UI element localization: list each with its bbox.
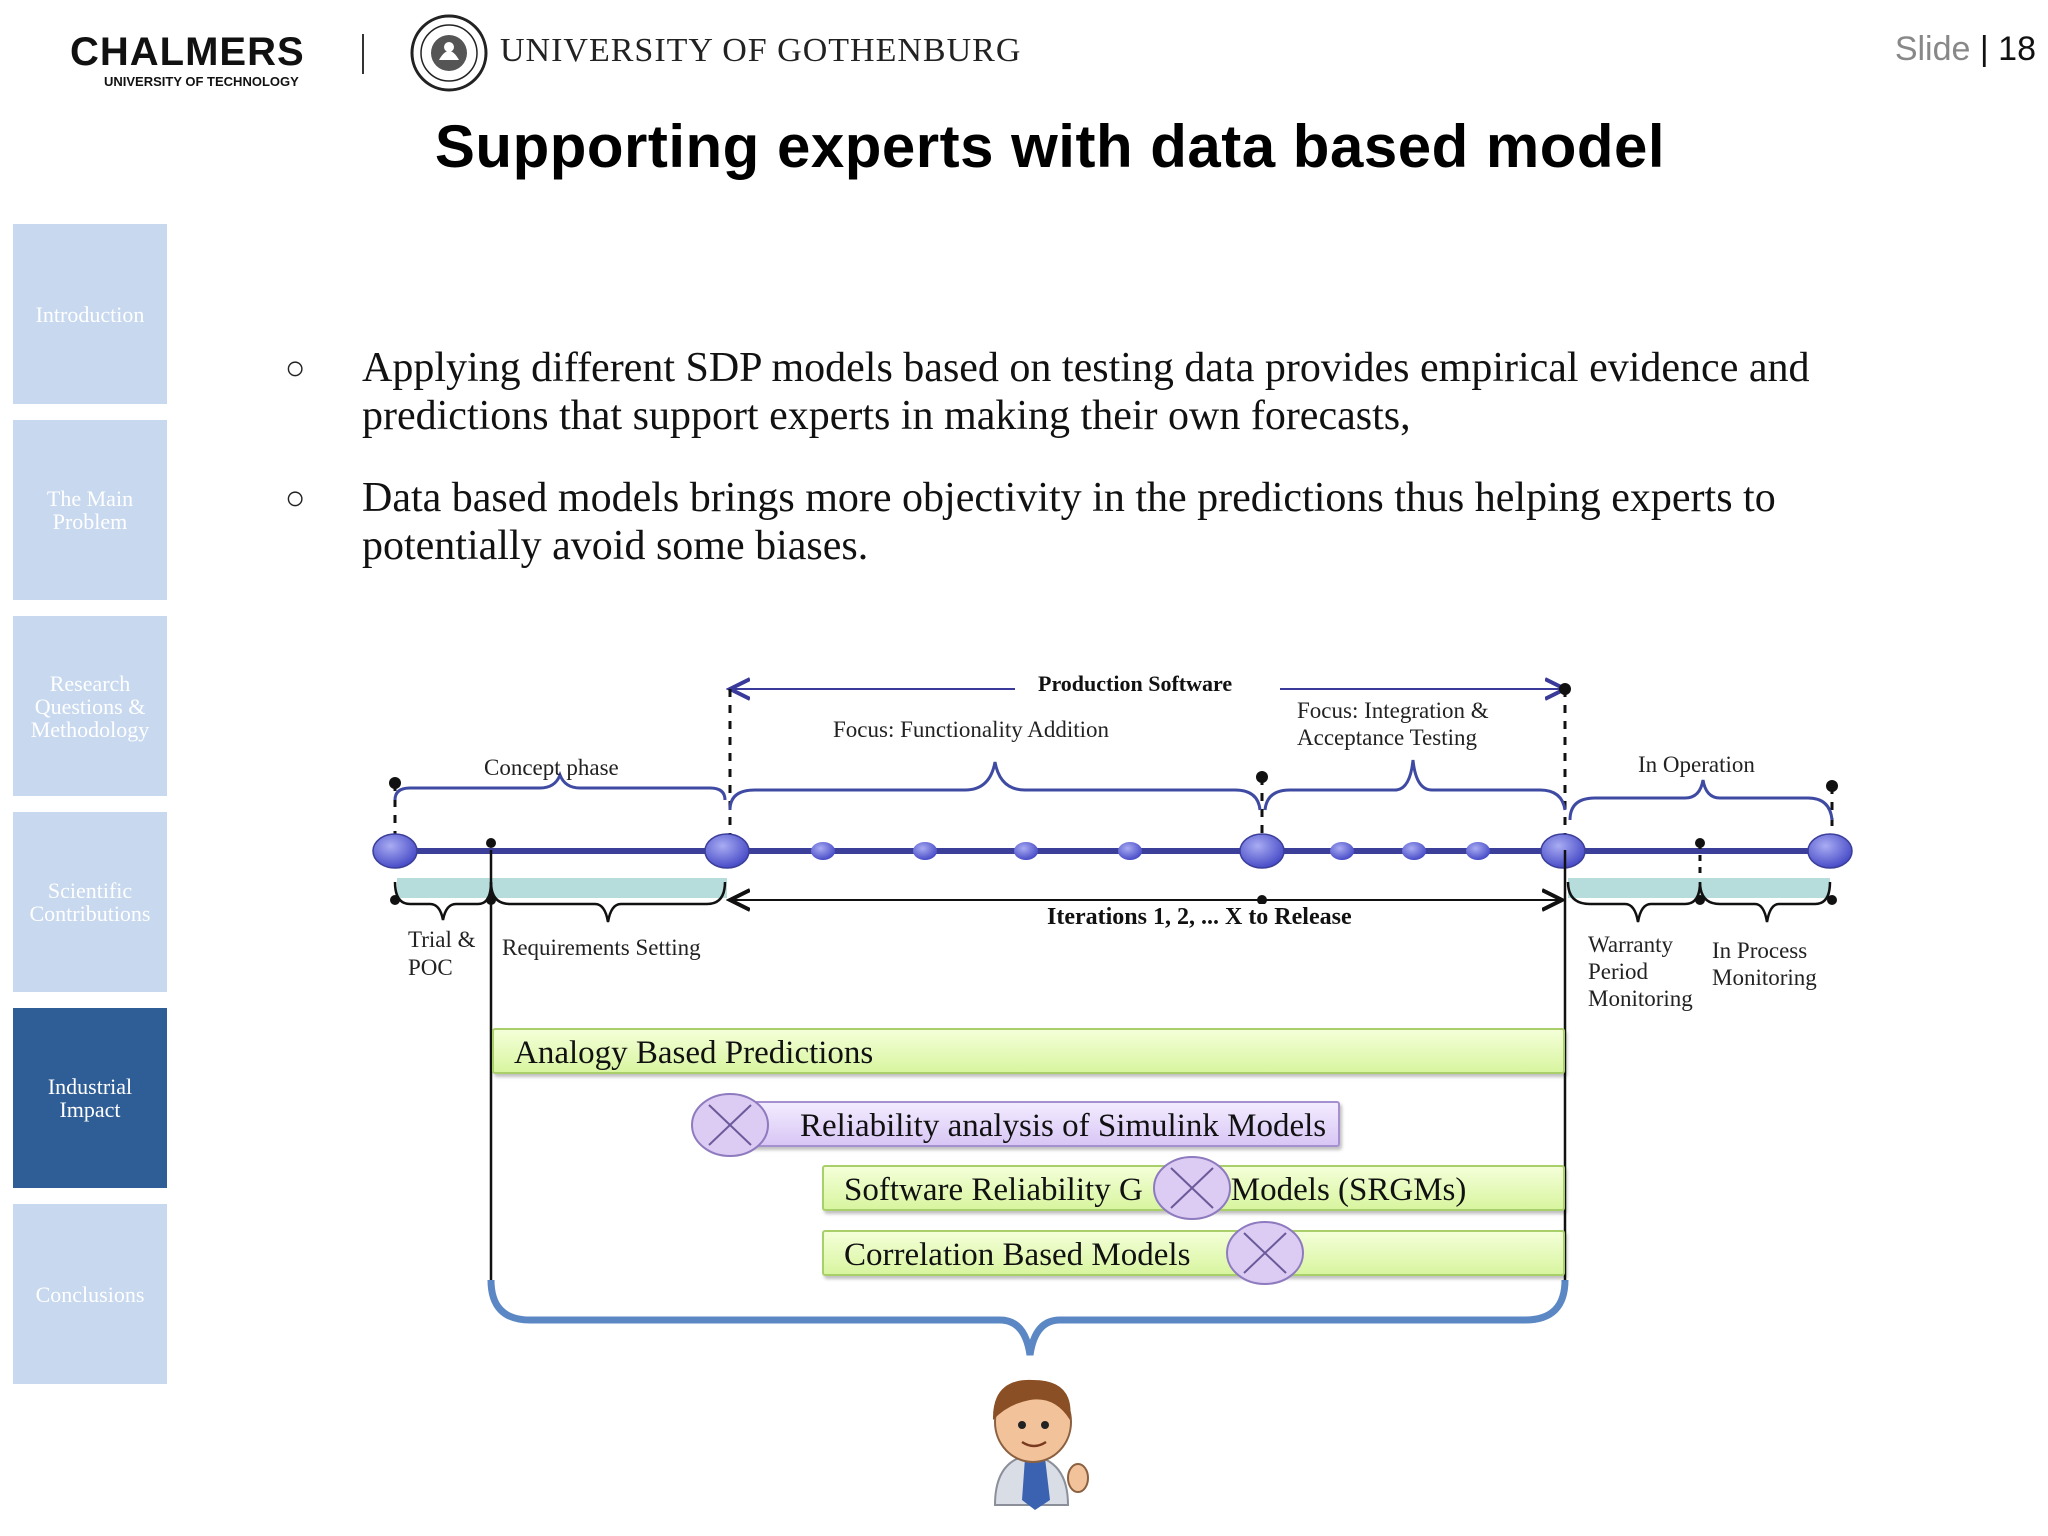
trial-label-1: Trial & <box>408 927 476 952</box>
chalmers-name: CHALMERS <box>70 30 305 74</box>
bullet-text: Data based models brings more objectivit… <box>362 475 1776 569</box>
functionality-bracket <box>728 761 1262 811</box>
warranty-label-3: Monitoring <box>1588 986 1693 1011</box>
nav-label: Scientific Contributions <box>29 878 151 926</box>
slide-number-value: 18 <box>1998 30 2036 68</box>
concept-bracket <box>393 770 727 801</box>
inprocess-label-2: Monitoring <box>1712 965 1817 990</box>
nav-industrial-impact[interactable]: Industrial Impact <box>13 1008 167 1188</box>
nav-introduction[interactable]: Introduction <box>13 224 167 404</box>
analogy-bar: Analogy Based Predictions <box>492 1028 1565 1074</box>
nav-main-problem[interactable]: The Main Problem <box>13 420 167 600</box>
inprocess-label-1: In Process <box>1712 938 1808 963</box>
gu-name: UNIVERSITY OF GOTHENBURG <box>500 32 1022 69</box>
srgm-label-right: Models (SRGMs) <box>1230 1172 1467 1208</box>
focus-integration-label-2: Acceptance Testing <box>1297 725 1477 750</box>
slide-separator: | <box>1979 30 1989 68</box>
timeline-node <box>372 833 1853 869</box>
requirements-label: Requirements Setting <box>502 935 701 960</box>
expert-bracket <box>487 1279 1569 1356</box>
gu-seal-icon <box>410 14 488 97</box>
chalmers-subtitle: UNIVERSITY OF TECHNOLOGY <box>104 74 299 89</box>
trial-bracket <box>393 881 493 921</box>
cross-circle-icon <box>1153 1156 1231 1220</box>
header-divider <box>362 34 364 74</box>
iterations-label: Iterations 1, 2, ... X to Release <box>1043 904 1356 931</box>
inprocess-bracket <box>1698 881 1832 923</box>
bullet-marker: ○ <box>285 480 306 517</box>
nav-label: Research Questions & Methodology <box>30 670 150 742</box>
focus-functionality-label: Focus: Functionality Addition <box>833 717 1110 742</box>
bullet-text: Applying different SDP models based on t… <box>362 345 1810 439</box>
in-operation-label: In Operation <box>1638 752 1755 777</box>
focus-integration-label-1: Focus: Integration & <box>1297 698 1489 723</box>
operation-bracket <box>1568 779 1834 821</box>
chalmers-logo: CHALMERS UNIVERSITY OF TECHNOLOGY <box>70 30 330 92</box>
warranty-label-1: Warranty <box>1588 932 1673 957</box>
reliability-bar: Reliability analysis of Simulink Models <box>720 1101 1340 1147</box>
nav-label: Conclusions <box>35 1281 145 1307</box>
warranty-bracket <box>1566 881 1702 923</box>
cross-circle-icon <box>1226 1221 1304 1285</box>
production-software-label: Production Software <box>1030 671 1241 697</box>
integration-bracket <box>1263 759 1567 811</box>
requirements-bracket <box>489 881 727 923</box>
cross-circle-icon <box>691 1093 769 1157</box>
bullet-marker: ○ <box>285 350 306 387</box>
slide-title: Supporting experts with data based model <box>434 113 1666 180</box>
trial-label-2: POC <box>408 955 453 980</box>
nav-conclusions[interactable]: Conclusions <box>13 1204 167 1384</box>
nav-label: Introduction <box>35 301 145 327</box>
slide-number: Slide | 18 <box>1895 30 2036 69</box>
warranty-label-2: Period <box>1588 959 1649 984</box>
correlation-bar: Correlation Based Models <box>822 1230 1565 1276</box>
nav-label: The Main Problem <box>46 486 134 534</box>
concept-phase-label: Concept phase <box>484 755 619 780</box>
nav-research-questions[interactable]: Research Questions & Methodology <box>13 616 167 796</box>
expert-avatar-icon <box>992 1379 1089 1510</box>
srgm-label-left: Software Reliability G <box>844 1172 1143 1208</box>
nav-label: Industrial Impact <box>47 1074 133 1122</box>
slide-label: Slide <box>1894 30 1971 68</box>
nav-scientific-contributions[interactable]: Scientific Contributions <box>13 812 167 992</box>
